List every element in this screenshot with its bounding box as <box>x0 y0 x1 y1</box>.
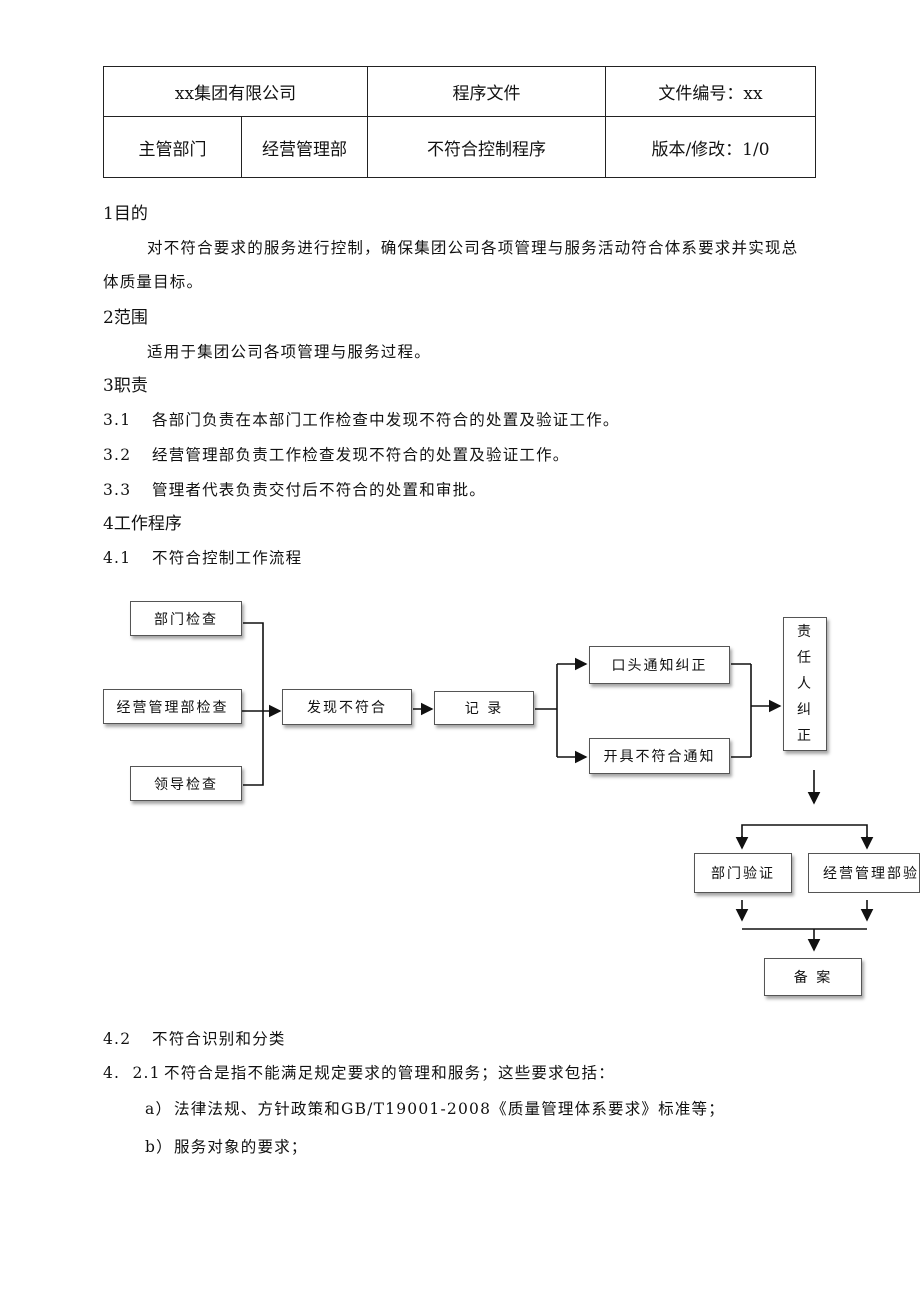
section-4-2-1-num: 4. 2.1 <box>103 1064 161 1082</box>
section-1-title: 1目的 <box>103 204 148 224</box>
flow-dept-check: 部门检查 <box>130 601 242 636</box>
dept-label: 主管部门 <box>103 116 242 178</box>
flow-mgmt-verify: 经营管理部验 <box>808 853 920 893</box>
item-b-text: 服务对象的要求； <box>174 1138 308 1156</box>
flow-verbal-notice: 口头通知纠正 <box>589 646 730 684</box>
item-b-label: b） <box>145 1138 173 1156</box>
responsible-char-1: 责 <box>797 624 813 640</box>
section-4-1-text: 不符合控制工作流程 <box>152 549 303 567</box>
section-3-3-text: 管理者代表负责交付后不符合的处置和审批。 <box>152 481 487 499</box>
section-4-1-num: 4.1 <box>103 549 132 567</box>
doc-type: 程序文件 <box>367 66 606 117</box>
section-3-3-num: 3.3 <box>103 481 132 499</box>
flow-issue-notice: 开具不符合通知 <box>589 738 730 774</box>
flow-found-nonconformity: 发现不符合 <box>282 689 412 725</box>
section-1-text-line2: 体质量目标。 <box>103 273 204 291</box>
flow-responsible-correction: 责 任 人 纠 正 <box>783 617 827 751</box>
responsible-char-4: 纠 <box>797 702 813 718</box>
version: 版本/修改：1/0 <box>605 116 816 178</box>
section-3-2-text: 经营管理部负责工作检查发现不符合的处置及验证工作。 <box>152 446 570 464</box>
company-name: xx集团有限公司 <box>103 66 368 117</box>
section-4-2-1-text: 不符合是指不能满足规定要求的管理和服务；这些要求包括： <box>164 1064 615 1082</box>
section-4-title: 4工作程序 <box>103 514 182 534</box>
flow-leader-check: 领导检查 <box>130 766 242 801</box>
section-4-2-text: 不符合识别和分类 <box>152 1030 286 1048</box>
section-3-title: 3职责 <box>103 376 148 396</box>
section-4-2-num: 4.2 <box>103 1030 132 1048</box>
section-2-title: 2范围 <box>103 308 148 328</box>
responsible-char-5: 正 <box>797 728 813 744</box>
responsible-char-3: 人 <box>797 676 813 692</box>
flow-dept-verify: 部门验证 <box>694 853 792 893</box>
section-3-2-num: 3.2 <box>103 446 132 464</box>
flow-archive: 备 案 <box>764 958 862 996</box>
item-a-text: 法律法规、方针政策和GB/T19001-2008《质量管理体系要求》标准等； <box>174 1100 725 1118</box>
section-1-text-line1: 对不符合要求的服务进行控制，确保集团公司各项管理与服务活动符合体系要求并实现总 <box>147 239 799 257</box>
flow-record: 记 录 <box>434 691 534 725</box>
section-2-text: 适用于集团公司各项管理与服务过程。 <box>147 343 431 361</box>
flow-mgmt-check: 经营管理部检查 <box>103 689 242 724</box>
header-table: xx集团有限公司 程序文件 文件编号：xx 主管部门 经营管理部 不符合控制程序… <box>103 66 816 178</box>
responsible-char-2: 任 <box>797 650 813 666</box>
section-3-1-text: 各部门负责在本部门工作检查中发现不符合的处置及验证工作。 <box>152 411 620 429</box>
doc-title: 不符合控制程序 <box>367 116 606 178</box>
section-3-1-num: 3.1 <box>103 411 132 429</box>
item-a-label: a） <box>145 1100 173 1118</box>
